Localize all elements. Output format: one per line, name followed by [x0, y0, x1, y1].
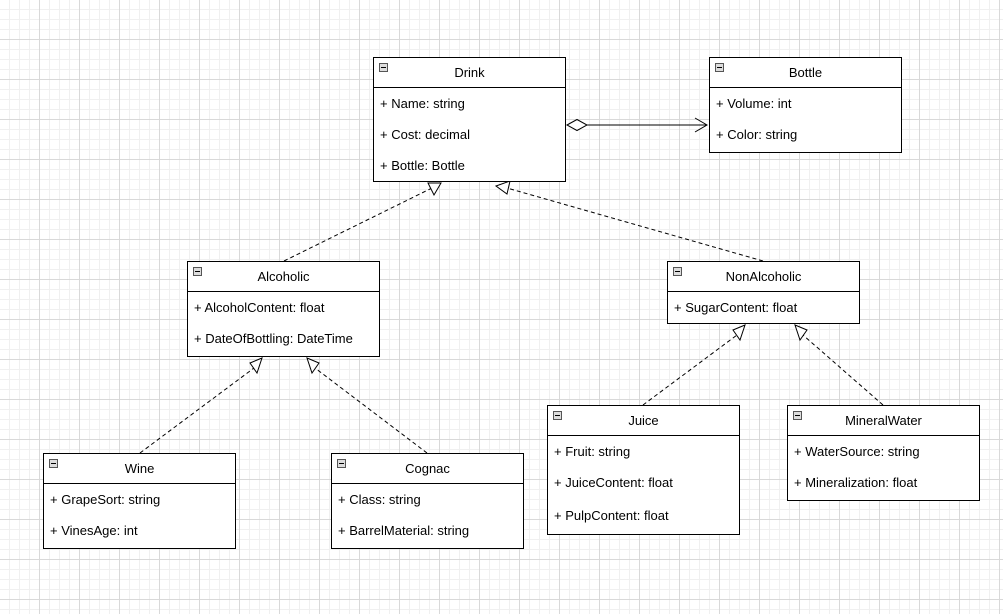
hollow-triangle	[494, 180, 511, 195]
class-title: Juice	[628, 413, 659, 428]
hollow-triangle	[794, 324, 808, 342]
attribute[interactable]: + Mineralization: float	[794, 475, 918, 490]
class-header: Juice	[548, 406, 739, 436]
collapse-icon[interactable]	[379, 63, 388, 72]
class-title: MineralWater	[845, 413, 922, 428]
attribute[interactable]: + GrapeSort: string	[50, 492, 161, 507]
attribute[interactable]: + JuiceContent: float	[554, 475, 673, 490]
class-mineralwater[interactable]: MineralWater + WaterSource: string + Min…	[787, 405, 980, 501]
class-title: Drink	[454, 65, 485, 80]
collapse-icon[interactable]	[553, 411, 562, 420]
aggregation-diamond	[565, 118, 589, 132]
realization-nonalcoholic-drink[interactable]	[506, 187, 764, 262]
realization-wine-alcoholic[interactable]	[139, 367, 255, 454]
class-header: Alcoholic	[188, 262, 379, 292]
collapse-icon[interactable]	[49, 459, 58, 468]
attribute[interactable]: + Color: string	[716, 127, 798, 142]
open-arrow-head	[694, 117, 708, 133]
realization-juice-nonalcoholic[interactable]	[642, 334, 738, 406]
class-wine[interactable]: Wine + GrapeSort: string + VinesAge: int	[43, 453, 236, 549]
collapse-icon[interactable]	[715, 63, 724, 72]
hollow-triangle	[732, 324, 746, 342]
collapse-icon[interactable]	[793, 411, 802, 420]
class-title: Bottle	[788, 65, 823, 80]
attribute[interactable]: + AlcoholContent: float	[194, 300, 325, 315]
class-header: Bottle	[710, 58, 901, 88]
hollow-triangle	[249, 357, 263, 375]
attribute[interactable]: + SugarContent: float	[674, 300, 798, 315]
attribute[interactable]: + DateOfBottling: DateTime	[194, 331, 353, 346]
realization-mineralwater-nonalcoholic[interactable]	[802, 334, 884, 406]
class-header: Wine	[44, 454, 235, 484]
class-title: Wine	[124, 461, 155, 476]
attribute[interactable]: + Volume: int	[716, 96, 792, 111]
attribute[interactable]: + WaterSource: string	[794, 444, 920, 459]
attribute[interactable]: + Bottle: Bottle	[380, 158, 465, 173]
class-bottle[interactable]: Bottle + Volume: int + Color: string	[709, 57, 902, 153]
collapse-icon[interactable]	[193, 267, 202, 276]
class-title: Alcoholic	[257, 269, 310, 284]
class-drink[interactable]: Drink + Name: string + Cost: decimal + B…	[373, 57, 566, 182]
class-header: MineralWater	[788, 406, 979, 436]
class-juice[interactable]: Juice + Fruit: string + JuiceContent: fl…	[547, 405, 740, 535]
class-header: NonAlcoholic	[668, 262, 859, 292]
class-header: Cognac	[332, 454, 523, 484]
class-alcoholic[interactable]: Alcoholic + AlcoholContent: float + Date…	[187, 261, 380, 357]
attribute[interactable]: + Cost: decimal	[380, 127, 470, 142]
attribute[interactable]: + BarrelMaterial: string	[338, 523, 470, 538]
attribute[interactable]: + Class: string	[338, 492, 421, 507]
collapse-icon[interactable]	[673, 267, 682, 276]
attribute[interactable]: + Fruit: string	[554, 444, 631, 459]
hollow-triangle	[427, 182, 442, 197]
class-cognac[interactable]: Cognac + Class: string + BarrelMaterial:…	[331, 453, 524, 549]
class-nonalcoholic[interactable]: NonAlcoholic + SugarContent: float	[667, 261, 860, 324]
class-title: NonAlcoholic	[725, 269, 802, 284]
realization-alcoholic-drink[interactable]	[283, 187, 433, 262]
attribute[interactable]: + Name: string	[380, 96, 465, 111]
collapse-icon[interactable]	[337, 459, 346, 468]
attribute[interactable]: + VinesAge: int	[50, 523, 138, 538]
hollow-triangle	[306, 357, 320, 375]
class-title: Cognac	[405, 461, 450, 476]
attribute[interactable]: + PulpContent: float	[554, 508, 669, 523]
realization-cognac-alcoholic[interactable]	[314, 367, 428, 454]
class-header: Drink	[374, 58, 565, 88]
